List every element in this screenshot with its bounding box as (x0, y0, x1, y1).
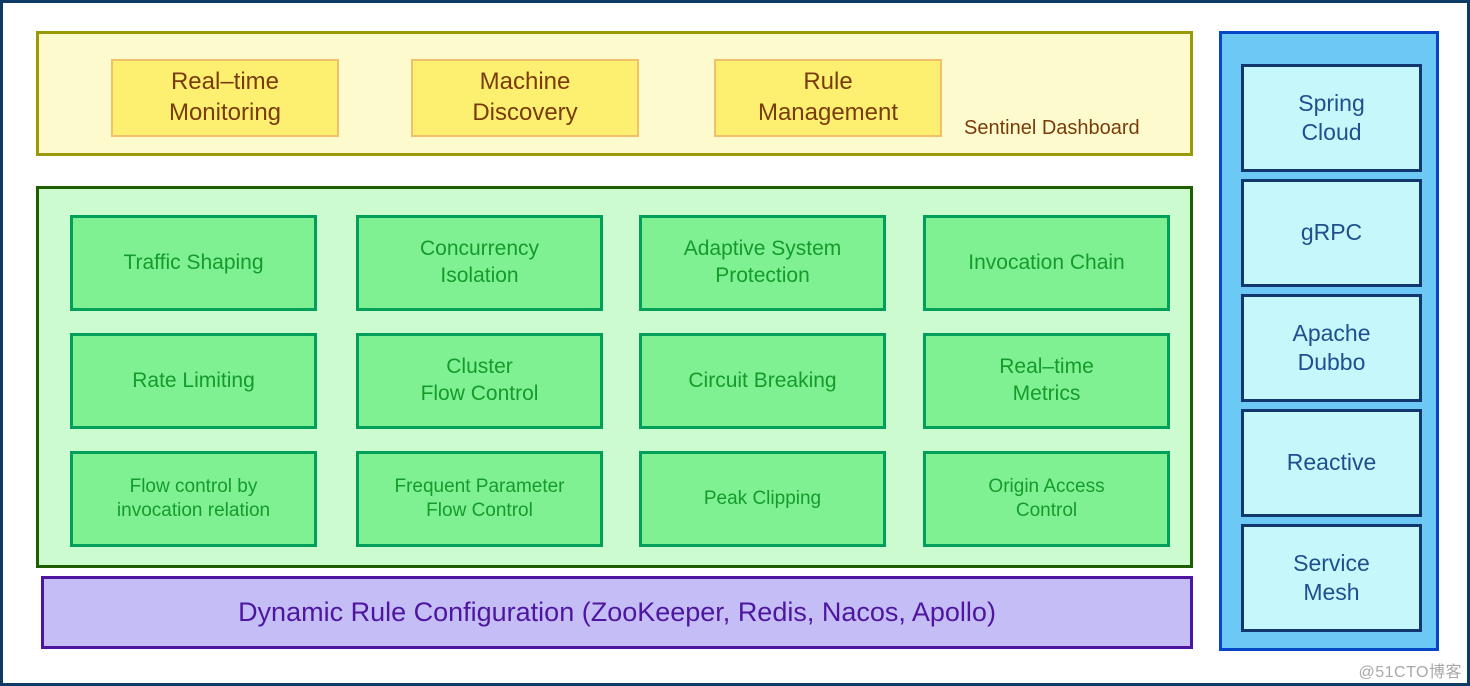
core-feature-cluster-flow-control[interactable]: Cluster Flow Control (356, 333, 603, 429)
core-row: Rate Limiting Cluster Flow Control Circu… (39, 333, 1196, 429)
core-feature-rate-limiting[interactable]: Rate Limiting (70, 333, 317, 429)
core-feature-real-time-metrics[interactable]: Real–time Metrics (923, 333, 1170, 429)
sentinel-core-column: Real–time Monitoring Machine Discovery R… (36, 31, 1193, 651)
adapter-spring-cloud[interactable]: Spring Cloud (1241, 64, 1422, 172)
adapter-grpc[interactable]: gRPC (1241, 179, 1422, 287)
dashboard-panel-caption: Sentinel Dashboard (964, 117, 1140, 139)
core-feature-flow-control-by-invocation-relation[interactable]: Flow control by invocation relation (70, 451, 317, 547)
core-feature-adaptive-system-protection[interactable]: Adaptive System Protection (639, 215, 886, 311)
adapter-service-mesh[interactable]: Service Mesh (1241, 524, 1422, 632)
core-row: Traffic Shaping Concurrency Isolation Ad… (39, 215, 1196, 311)
watermark-label: @51CTO博客 (1358, 664, 1462, 681)
core-feature-circuit-breaking[interactable]: Circuit Breaking (639, 333, 886, 429)
core-feature-concurrency-isolation[interactable]: Concurrency Isolation (356, 215, 603, 311)
core-feature-invocation-chain[interactable]: Invocation Chain (923, 215, 1170, 311)
core-capability-panel: Traffic Shaping Concurrency Isolation Ad… (36, 186, 1193, 568)
core-feature-traffic-shaping[interactable]: Traffic Shaping (70, 215, 317, 311)
core-feature-origin-access-control[interactable]: Origin Access Control (923, 451, 1170, 547)
adapter-apache-dubbo[interactable]: Apache Dubbo (1241, 294, 1422, 402)
dynamic-rule-configuration-bar[interactable]: Dynamic Rule Configuration (ZooKeeper, R… (41, 576, 1193, 649)
dashboard-feature-real-time-monitoring[interactable]: Real–time Monitoring (111, 59, 339, 137)
core-row: Flow control by invocation relation Freq… (39, 451, 1196, 547)
core-feature-frequent-parameter-flow-control[interactable]: Frequent Parameter Flow Control (356, 451, 603, 547)
dashboard-feature-rule-management[interactable]: Rule Management (714, 59, 942, 137)
core-feature-peak-clipping[interactable]: Peak Clipping (639, 451, 886, 547)
adapter-reactive[interactable]: Reactive (1241, 409, 1422, 517)
adapter-integration-panel: Spring Cloud gRPC Apache Dubbo Reactive … (1219, 31, 1439, 651)
dashboard-feature-machine-discovery[interactable]: Machine Discovery (411, 59, 639, 137)
sentinel-dashboard-panel: Real–time Monitoring Machine Discovery R… (36, 31, 1193, 156)
